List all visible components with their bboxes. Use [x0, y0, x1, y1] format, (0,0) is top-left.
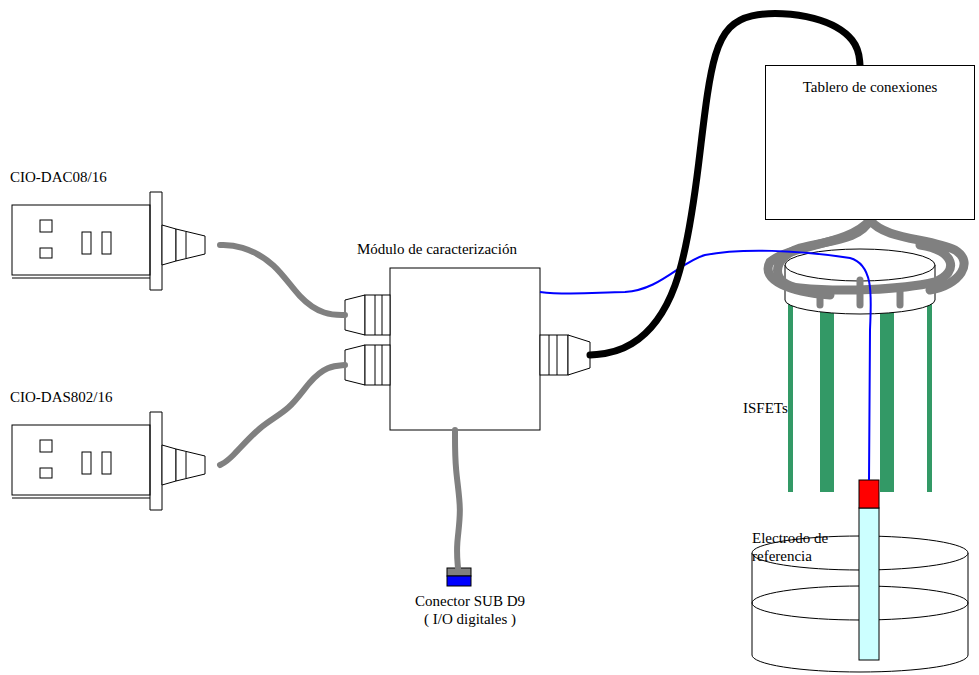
cable — [220, 245, 345, 315]
characterization-module: Módulo de caracterización — [345, 240, 590, 430]
node-label: Tablero de conexiones — [770, 78, 970, 96]
connection-board: Tablero de conexiones — [765, 65, 975, 220]
cable — [455, 430, 460, 568]
interface-card: CIO-DAS802/16 — [10, 388, 220, 517]
interface-card: CIO-DAC08/16 — [10, 168, 220, 295]
interface-card — [12, 412, 205, 510]
node-label: CIO-DAS802/16 — [10, 388, 220, 406]
cable — [220, 365, 345, 465]
part-label: ISFETs — [743, 399, 788, 417]
interface-card — [12, 192, 205, 290]
signal-wire — [540, 251, 871, 480]
d9-connector-block: Conector SUB D9 ( I/O digitales ) — [400, 568, 540, 648]
node-label: CIO-DAC08/16 — [10, 168, 220, 186]
wire-bundle — [768, 220, 964, 305]
isfet-probes — [788, 300, 932, 492]
node-label: Conector SUB D9 ( I/O digitales ) — [413, 592, 527, 628]
reference-electrode — [859, 480, 879, 660]
part-label: Electrodo de referencia — [752, 529, 844, 565]
node-label: Módulo de caracterización — [357, 240, 590, 258]
